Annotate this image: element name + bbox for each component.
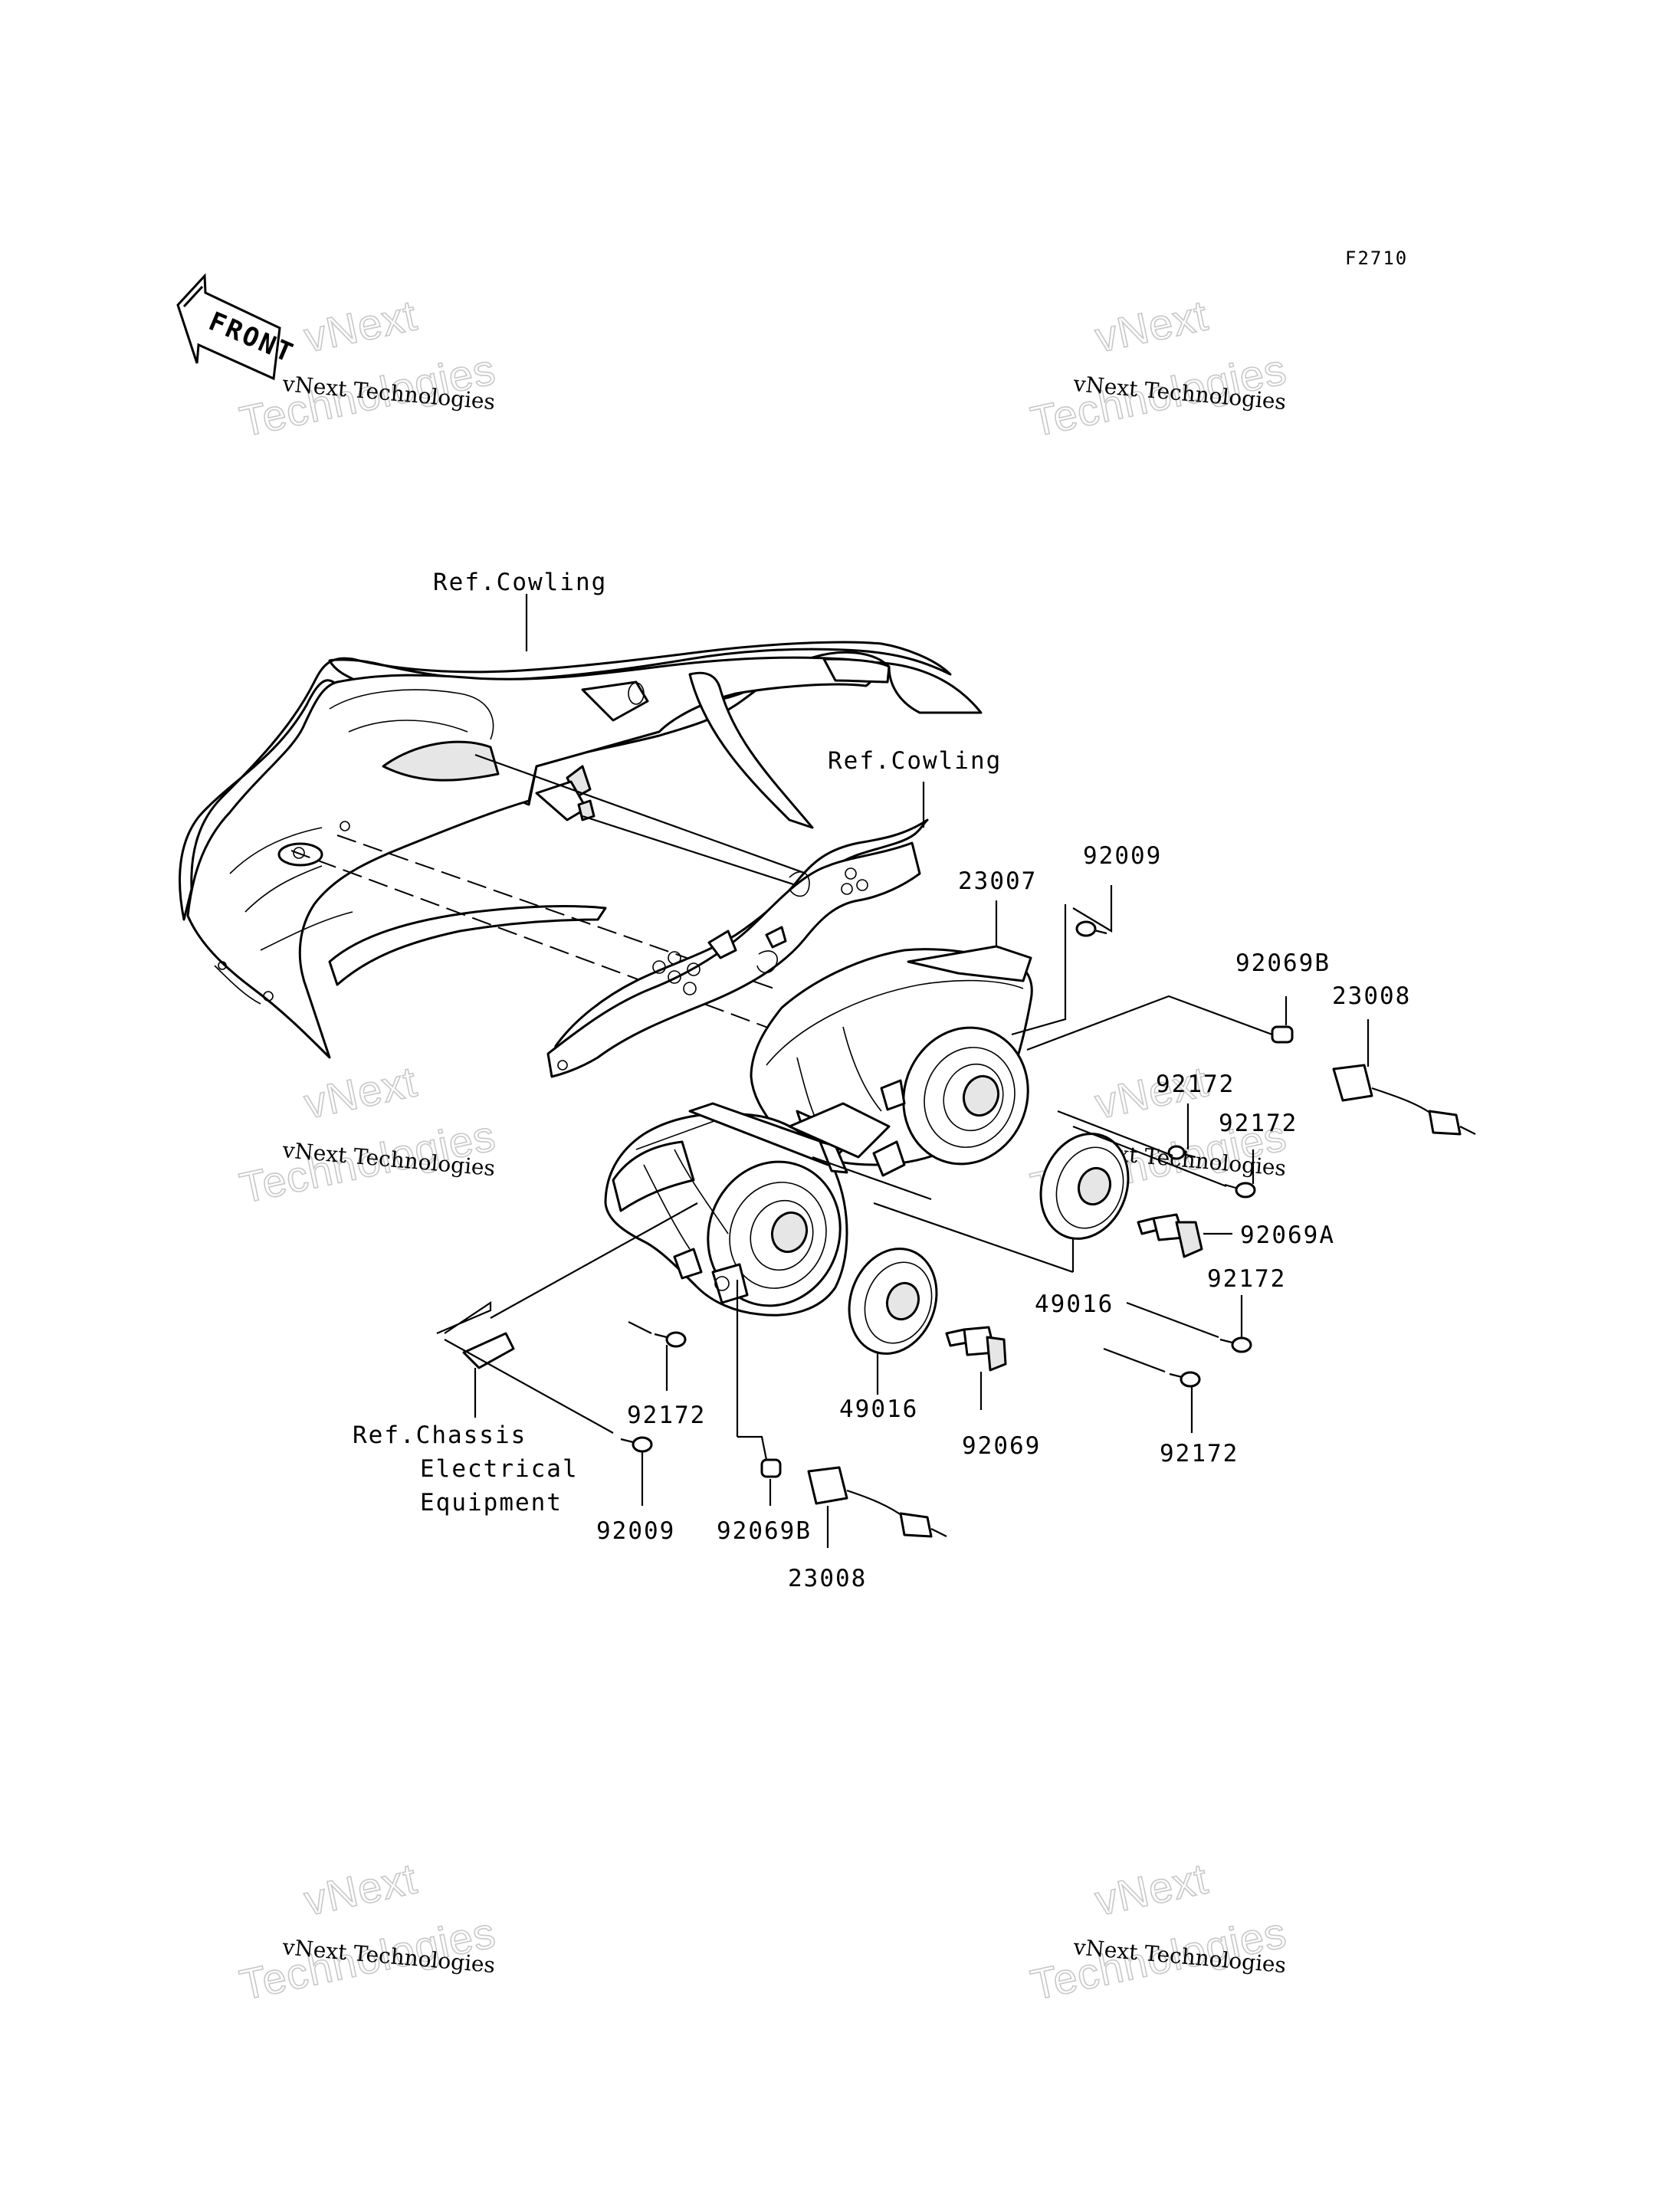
part-number-92069a: 92069A <box>1240 1221 1335 1249</box>
screw-92172-c <box>1219 1336 1252 1353</box>
screw-92009-bottom <box>620 1436 653 1453</box>
socket-23008-bottom <box>807 1466 947 1538</box>
watermark-brand: vNext <box>1091 290 1212 361</box>
leader-lines <box>436 594 1370 1548</box>
part-number-92009-top: 92009 <box>1083 842 1162 870</box>
part-number-labels: 23007 92009 92069B 23008 92172 92172 920… <box>596 842 1411 1592</box>
headlamp-right-drawing <box>750 945 1033 1177</box>
bulb-92069b-right <box>1271 1025 1294 1044</box>
watermark-2: vNext Technologies vNext Technologies <box>1026 290 1291 447</box>
bulb-92069b-bottom <box>760 1458 782 1478</box>
watermark-5: vNext Technologies vNext Technologies <box>235 1854 500 2010</box>
clip-chassis <box>462 1332 515 1369</box>
part-number-92172-c: 92172 <box>1207 1265 1286 1293</box>
part-number-92172-left: 92172 <box>627 1402 706 1429</box>
alignment-line <box>290 850 829 1051</box>
ref-chassis-label-line1: Ref.Chassis <box>353 1421 527 1449</box>
part-number-92009-bottom: 92009 <box>596 1517 675 1545</box>
ref-chassis-label-line3: Equipment <box>420 1489 563 1517</box>
ref-chassis-label-line2: Electrical <box>420 1455 579 1483</box>
part-number-92172-a: 92172 <box>1156 1071 1235 1098</box>
alignment-line <box>336 835 775 989</box>
stay-bracket-drawing <box>546 818 929 1078</box>
watermark-brand: vNext <box>300 290 421 361</box>
part-number-49016-left: 49016 <box>839 1395 918 1423</box>
bulb-92069a <box>1137 1213 1203 1258</box>
watermark-6: vNext Technologies vNext Technologies <box>1026 1854 1291 2010</box>
bulb-92069 <box>945 1326 1007 1372</box>
socket-23008-right <box>1332 1064 1476 1136</box>
part-number-23007: 23007 <box>958 867 1037 895</box>
figure-code: F2710 <box>1345 248 1408 269</box>
watermark-3: vNext Technologies vNext Technologies <box>235 1057 500 1213</box>
reference-labels: Ref.Cowling Ref.Cowling Ref.Chassis Elec… <box>353 569 1002 1517</box>
watermark-brand: vNext <box>1091 1854 1212 1924</box>
alignment-line <box>474 753 829 883</box>
front-direction-arrow-icon: FRONT <box>176 273 299 381</box>
part-number-49016-right: 49016 <box>1035 1290 1114 1318</box>
ref-cowling-upper-label: Ref.Cowling <box>433 569 607 596</box>
watermark-brand: vNext <box>300 1057 421 1127</box>
part-number-23008-bottom: 23008 <box>788 1565 867 1592</box>
screw-92172-b <box>1224 1182 1256 1199</box>
part-number-92172-b: 92172 <box>1219 1110 1298 1137</box>
part-number-92069: 92069 <box>962 1432 1041 1460</box>
headlamp-left-drawing <box>604 1102 848 1317</box>
part-number-92172-bottom: 92172 <box>1160 1440 1239 1467</box>
watermark-brand: vNext <box>300 1854 421 1924</box>
cowling-drawing <box>179 641 983 1059</box>
screw-92009-top <box>1075 920 1107 937</box>
ref-cowling-lower-label: Ref.Cowling <box>828 747 1002 775</box>
bulb-cover-left <box>848 1248 938 1355</box>
part-number-92069b-bottom: 92069B <box>717 1517 812 1545</box>
screw-92172-d <box>1169 1371 1201 1388</box>
bulb-cover-right <box>1039 1133 1130 1240</box>
part-number-92069b-right: 92069B <box>1235 949 1331 977</box>
part-number-23008-right: 23008 <box>1332 982 1411 1010</box>
headlamp-housing-link <box>788 1102 891 1159</box>
screw-92172-left <box>654 1331 687 1348</box>
